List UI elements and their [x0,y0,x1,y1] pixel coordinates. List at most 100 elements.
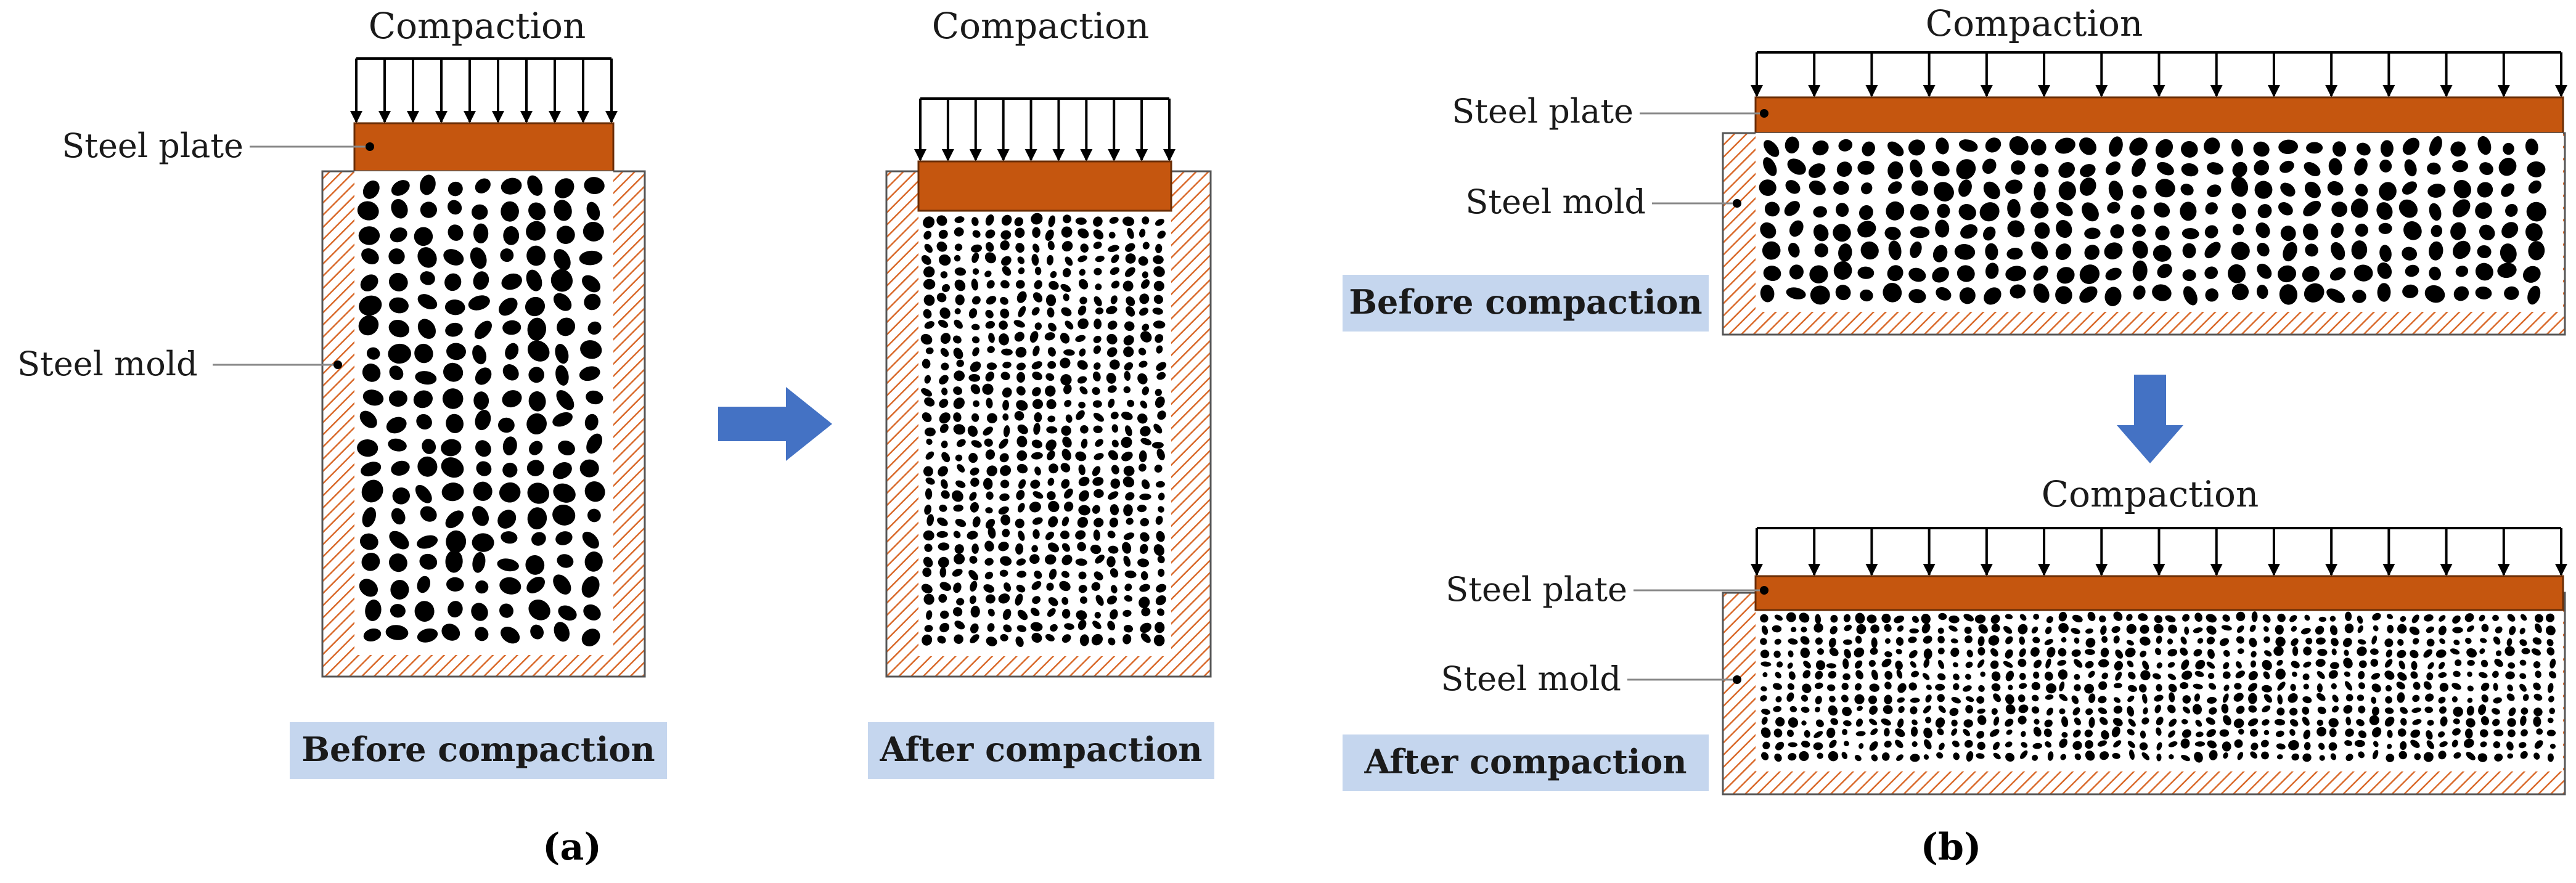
aggregate-particle [2533,707,2543,717]
steel-plate [1754,575,2564,611]
aggregate-particle [926,438,933,446]
aggregate-particle [1772,683,1782,690]
aggregate-particle [1963,728,1971,736]
aggregate-particle [2357,142,2371,156]
aggregate-particle [1032,292,1043,303]
aggregate-particle [2108,181,2124,201]
aggregate-particle [2410,649,2419,659]
aggregate-particle [2358,730,2367,738]
aggregate-particle [448,601,463,618]
aggregate-particle [2509,625,2516,635]
aggregate-particle [2098,707,2108,715]
aggregate-particle [1108,450,1119,460]
aggregate-particle [2527,285,2541,305]
aggregate-particle [2546,638,2554,646]
aggregate-particle [2205,288,2218,302]
aggregate-particle [2059,694,2068,701]
aggregate-particle [1047,450,1055,461]
aggregate-particle [1803,661,1812,669]
aggregate-particle [1809,180,1826,195]
aggregate-particle [1000,280,1010,289]
aggregate-particle [2263,626,2269,632]
aggregate-particle [1123,504,1133,516]
aggregate-particle [1060,332,1070,344]
aggregate-particle [2330,662,2339,670]
aggregate-particle [2233,718,2244,728]
aggregate-particle [2451,739,2458,747]
aggregate-particle [1155,515,1163,525]
aggregate-particle [1001,348,1013,356]
aggregate-particle [2549,658,2556,669]
aggregate-particle [446,530,467,553]
aggregate-particle [1153,634,1165,646]
aggregate-particle [2165,615,2176,622]
aggregate-particle [938,229,948,239]
aggregate-particle [920,333,933,345]
aggregate-particle [1045,385,1056,397]
aggregate-particle [2429,136,2442,156]
aggregate-particle [2098,681,2108,690]
aggregate-particle [1948,615,1960,624]
aggregate-particle [1121,451,1133,462]
aggregate-particle [2508,707,2516,717]
aggregate-particle [2155,179,2175,198]
aggregate-particle [2331,706,2339,713]
aggregate-particle [1844,648,1851,659]
aggregate-particle [954,243,963,251]
aggregate-particle [2208,683,2217,690]
aggregate-particle [1910,159,1923,177]
aggregate-particle [1018,267,1025,275]
aggregate-particle [2280,182,2296,197]
aggregate-particle [954,621,965,630]
aggregate-particle [971,217,979,226]
aggregate-particle [1910,661,1916,668]
aggregate-particle [556,226,575,245]
aggregate-particle [1155,396,1165,409]
aggregate-particle [2128,672,2136,680]
aggregate-particle [1141,479,1150,489]
aggregate-particle [2507,718,2516,727]
aggregate-particle [971,252,979,263]
aggregate-particle [1093,229,1104,240]
aggregate-particle [579,250,603,266]
aggregate-particle [2235,661,2242,669]
aggregate-particle [2181,228,2199,240]
panel-b-after: Compaction Steel plate Steel mold After … [1343,473,2567,796]
aggregate-particle [1090,544,1102,555]
aggregate-particle [2452,199,2471,218]
aggregate-particle [985,372,995,382]
aggregate-particle [1966,649,1973,657]
aggregate-particle [1860,289,1873,302]
aggregate-particle [528,202,546,221]
aggregate-particle [2304,181,2321,198]
aggregate-particle [2112,752,2120,759]
aggregate-particle [2082,202,2099,222]
aggregate-particle [2127,660,2134,668]
aggregate-particle [1014,217,1024,227]
aggregate-particle [2452,160,2469,173]
aggregate-particle [2357,616,2363,624]
aggregate-particle [2549,671,2556,679]
aggregate-particle [1075,451,1087,462]
aggregate-particle [1788,742,1797,747]
aggregate-particle [1788,753,1797,761]
aggregate-particle [952,490,963,502]
aggregate-particle [2439,706,2447,714]
aggregate-particle [955,519,967,527]
aggregate-particle [388,272,408,291]
aggregate-particle [2410,671,2418,679]
aggregate-particle [1802,670,1811,679]
aggregate-particle [1092,371,1101,382]
aggregate-particle [1110,585,1118,594]
aggregate-particle [2387,624,2394,633]
aggregate-particle [1760,727,1771,738]
aggregate-particle [1000,465,1012,476]
aggregate-particle [998,506,1009,515]
aggregate-particle [970,580,978,592]
aggregate-particle [361,479,383,503]
aggregate-particle [936,241,947,252]
aggregate-particle [1093,529,1100,541]
aggregate-particle [940,271,948,279]
aggregate-particle [2111,625,2120,633]
aggregate-particle [2480,729,2488,738]
